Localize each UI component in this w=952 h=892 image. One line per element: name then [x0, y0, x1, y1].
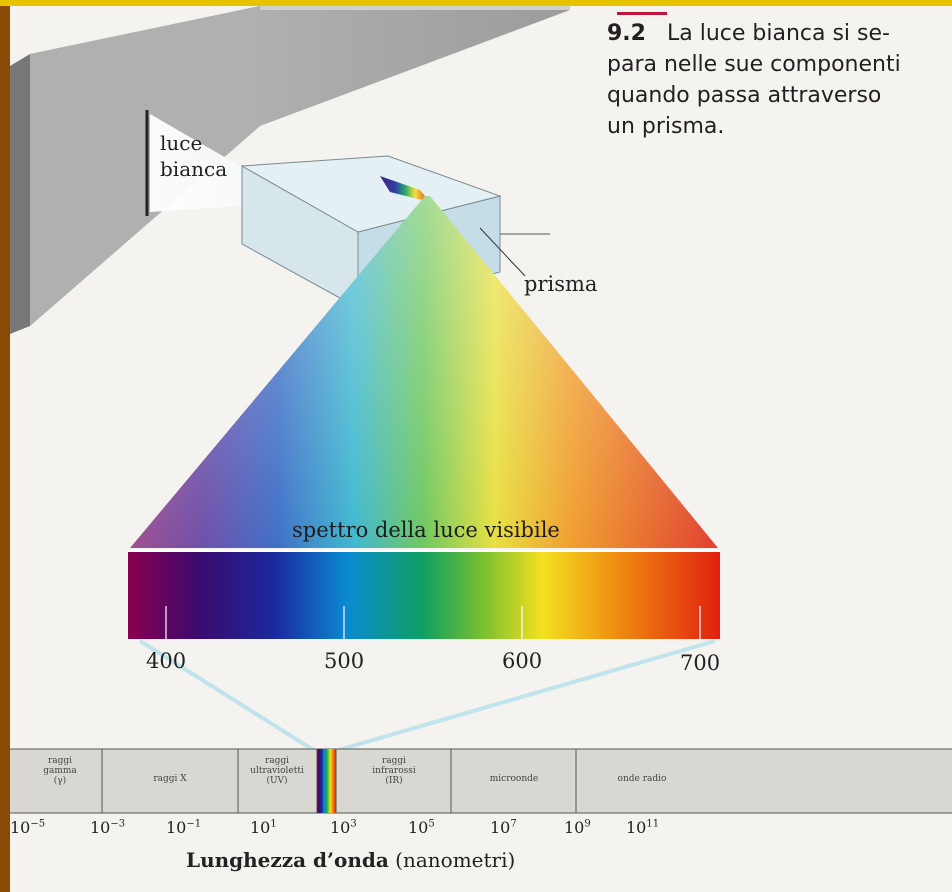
em-tick-2-exp: −3	[110, 818, 126, 830]
region-microwave: microonde	[489, 774, 539, 784]
em-tick-7: 107	[490, 818, 517, 837]
em-tick-6: 105	[408, 818, 435, 837]
region-ir: raggi infrarossi (IR)	[342, 756, 446, 786]
tick-600: 600	[502, 649, 543, 673]
em-tick-5-base: 10	[330, 818, 351, 837]
wall-screen	[10, 6, 570, 334]
spectrum-title: spettro della luce visibile	[292, 518, 560, 542]
visible-ticks	[165, 606, 701, 639]
caption-line-3: quando passa attraverso	[607, 83, 882, 108]
top-border	[0, 0, 952, 6]
region-x: raggi X	[153, 774, 187, 784]
em-tick-5-exp: 3	[350, 818, 357, 830]
em-tick-1: 10−5	[10, 818, 45, 837]
figure-number: 9.2	[607, 21, 646, 46]
em-tick-4-base: 10	[250, 818, 271, 837]
em-tick-3: 10−1	[166, 818, 201, 837]
white-light-beam	[145, 110, 420, 216]
prism-diagram	[10, 6, 952, 814]
em-tick-6-exp: 5	[428, 818, 435, 830]
em-tick-8: 109	[564, 818, 591, 837]
white-light-label: luce bianca	[160, 130, 227, 182]
prism-label: prisma	[524, 272, 598, 296]
region-radio: onde radio	[617, 774, 667, 784]
axis-label-bold: Lunghezza d’onda	[186, 848, 389, 872]
tick-500: 500	[324, 649, 365, 673]
left-border	[0, 6, 10, 892]
axis-label-unit: (nanometri)	[395, 848, 516, 872]
region-ir-line-1: raggi	[381, 756, 407, 766]
caption-text-1: La luce bianca si se-	[666, 21, 890, 46]
em-tick-1-exp: −5	[30, 818, 46, 830]
axis-label: Lunghezza d’onda (nanometri)	[186, 848, 515, 872]
em-tick-1-base: 10	[10, 818, 31, 837]
region-uv: raggi ultravioletti (UV)	[234, 756, 320, 786]
em-tick-2: 10−3	[90, 818, 125, 837]
white-light-label-line-2: bianca	[160, 157, 228, 181]
visible-spectrum-bar	[128, 551, 720, 639]
tick-400: 400	[146, 649, 187, 673]
region-gamma: raggi gamma (γ)	[28, 756, 92, 786]
em-spectrum-band	[10, 748, 952, 814]
em-tick-3-base: 10	[166, 818, 187, 837]
region-gamma-line-2: gamma	[43, 766, 77, 776]
caption-line-4: un prisma.	[607, 114, 725, 139]
caption-rule	[617, 12, 667, 15]
em-tick-7-exp: 7	[510, 818, 517, 830]
region-ir-line-3: (IR)	[385, 776, 403, 786]
region-ir-line-2: infrarossi	[372, 766, 416, 776]
em-tick-9: 1011	[626, 818, 659, 837]
dispersion-fan	[130, 196, 718, 548]
region-uv-line-3: (UV)	[266, 776, 288, 786]
visible-slice	[317, 749, 336, 813]
em-tick-5: 103	[330, 818, 357, 837]
em-tick-3-exp: −1	[186, 818, 202, 830]
caption-line-1: 9.2 La luce bianca si se-	[607, 18, 952, 49]
em-tick-6-base: 10	[408, 818, 429, 837]
em-tick-2-base: 10	[90, 818, 111, 837]
figure-caption: 9.2 La luce bianca si se- para nelle sue…	[607, 12, 952, 142]
em-tick-8-base: 10	[564, 818, 585, 837]
em-tick-7-base: 10	[490, 818, 511, 837]
region-uv-line-2: ultravioletti	[250, 766, 304, 776]
white-light-label-line-1: luce	[160, 131, 203, 155]
em-tick-4-exp: 1	[270, 818, 277, 830]
em-tick-9-exp: 11	[646, 818, 660, 830]
textbook-page: 9.2 La luce bianca si se- para nelle sue…	[10, 6, 952, 892]
region-gamma-line-1: raggi	[47, 756, 73, 766]
em-tick-9-base: 10	[626, 818, 647, 837]
region-uv-line-1: raggi	[264, 756, 290, 766]
em-tick-4: 101	[250, 818, 277, 837]
caption-line-2: para nelle sue componenti	[607, 52, 901, 77]
zoom-connector	[138, 639, 716, 753]
tick-700: 700	[680, 651, 721, 675]
region-gamma-line-3: (γ)	[53, 776, 67, 786]
em-tick-8-exp: 9	[584, 818, 591, 830]
